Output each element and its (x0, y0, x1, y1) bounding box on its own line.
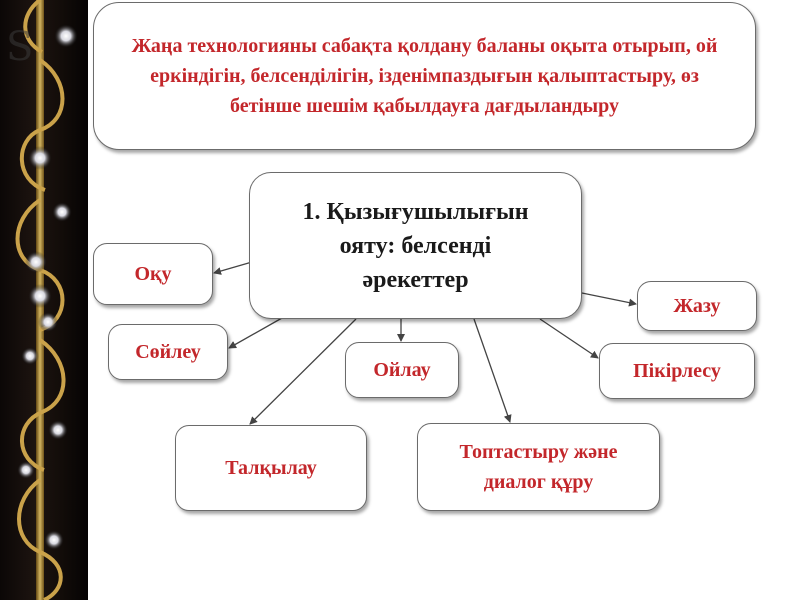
central-node: 1. Қызығушылығын ояту: белсенді әрекетте… (249, 172, 582, 319)
node-oilau-label: Ойлау (373, 355, 430, 385)
node-soileu-label: Сөйлеу (135, 337, 201, 367)
node-oqu-label: Оқу (134, 259, 171, 289)
node-pikirlesu: Пікірлесу (599, 343, 755, 399)
node-oqu: Оқу (93, 243, 213, 305)
node-toptastyru: Топтастыру және диалог құру (417, 423, 660, 511)
header-text: Жаңа технологияны сабақта қолдану баланы… (116, 31, 733, 121)
node-zhazu-label: Жазу (674, 291, 721, 321)
arrow-to-zhazu (582, 293, 636, 304)
arrow-to-soileu (229, 318, 282, 348)
node-pikirlesu-label: Пікірлесу (633, 356, 721, 386)
node-zhazu: Жазу (637, 281, 757, 331)
node-oilau: Ойлау (345, 342, 459, 398)
arrow-to-toptastyru (474, 319, 510, 422)
node-talqylau-label: Талқылау (225, 453, 317, 483)
node-talqylau: Талқылау (175, 425, 367, 511)
node-soileu: Сөйлеу (108, 324, 228, 380)
header-text-box: Жаңа технологияны сабақта қолдану баланы… (93, 2, 756, 150)
node-toptastyru-label: Топтастыру және диалог құру (426, 437, 651, 497)
arrow-to-oqu (214, 262, 252, 273)
arrow-to-pikirlesu (540, 319, 598, 358)
central-node-label: 1. Қызығушылығын ояту: белсенді әрекетте… (302, 195, 528, 297)
arrow-to-talqylau (250, 319, 356, 424)
